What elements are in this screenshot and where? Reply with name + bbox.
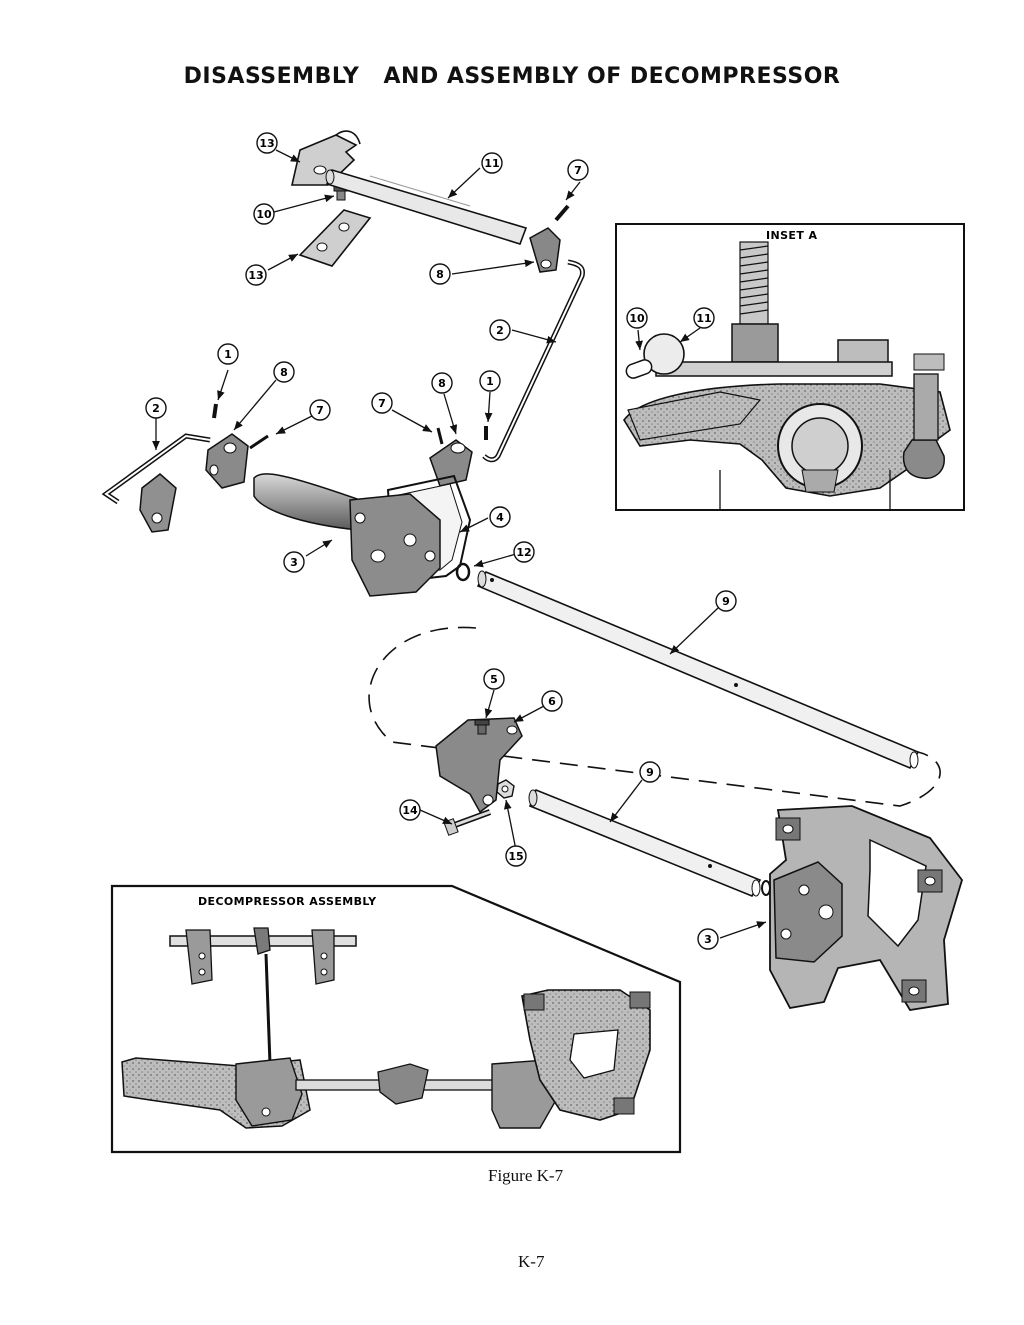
screw-5: [474, 719, 490, 735]
lever-left: [139, 473, 177, 533]
callout-3-upper: 3: [283, 551, 305, 573]
callout-6: 6: [541, 690, 563, 712]
svg-text:10: 10: [629, 312, 645, 325]
svg-text:2: 2: [152, 402, 160, 415]
svg-text:12: 12: [516, 546, 531, 559]
svg-text:9: 9: [722, 595, 730, 608]
svg-text:8: 8: [280, 366, 288, 379]
decompressor-assembly-inset: DECOMPRESSOR ASSEMBLY: [110, 884, 682, 1154]
nut-15: [496, 779, 515, 799]
inset-callout-11: 11: [693, 307, 715, 329]
svg-text:8: 8: [438, 377, 446, 390]
callout-11: 11: [481, 152, 503, 174]
bracket-6: [435, 717, 523, 814]
assembly-path-dashed: [368, 626, 941, 807]
callout-8-left: 8: [273, 361, 295, 383]
title-part-1: DISASSEMBLY: [183, 64, 360, 89]
callout-7-top: 7: [567, 159, 589, 181]
svg-text:14: 14: [402, 804, 418, 817]
callout-13-lower: 13: [245, 264, 267, 286]
callout-3-lower: 3: [697, 928, 719, 950]
short-shaft-9: [528, 788, 762, 898]
callout-14: 14: [399, 799, 421, 821]
pin-1-left: [212, 403, 218, 419]
lever-8-left: [205, 433, 249, 489]
callout-8-mid: 8: [431, 372, 453, 394]
svg-text:8: 8: [436, 268, 444, 281]
callout-7-left: 7: [309, 399, 331, 421]
rod-2-left: [101, 433, 211, 505]
lever-8-mid: [429, 439, 473, 487]
svg-text:7: 7: [378, 397, 386, 410]
figure-caption: Figure K-7: [488, 1166, 564, 1185]
svg-text:4: 4: [496, 511, 504, 524]
svg-text:6: 6: [548, 695, 556, 708]
inset-a: INSET A 10 11: [615, 223, 965, 511]
svg-text:11: 11: [696, 312, 711, 325]
svg-text:13: 13: [259, 137, 274, 150]
svg-text:13: 13: [248, 269, 263, 282]
svg-text:1: 1: [486, 375, 494, 388]
inset-callout-10: 10: [626, 307, 648, 329]
callout-13-upper: 13: [256, 132, 278, 154]
pin-7-top: [554, 204, 570, 222]
svg-text:5: 5: [490, 673, 498, 686]
callout-9-upper: 9: [715, 590, 737, 612]
page-number: K-7: [518, 1252, 545, 1271]
o-ring-12: [455, 562, 471, 582]
callout-10: 10: [253, 203, 275, 225]
callout-1-mid: 1: [479, 370, 501, 392]
callout-5: 5: [483, 668, 505, 690]
long-shaft-9: [476, 570, 920, 770]
pin-7-mid: [436, 427, 444, 445]
callout-8-top: 8: [429, 263, 451, 285]
svg-text:3: 3: [290, 556, 298, 569]
rod-2-right: [482, 259, 585, 463]
assembly-inset-label: DECOMPRESSOR ASSEMBLY: [198, 895, 377, 908]
svg-text:9: 9: [646, 766, 654, 779]
title-part-2: AND ASSEMBLY OF DECOMPRESSOR: [383, 64, 841, 89]
page-title: DISASSEMBLY AND ASSEMBLY OF DECOMPRESSOR: [0, 64, 1024, 89]
svg-text:7: 7: [574, 164, 582, 177]
svg-text:2: 2: [496, 324, 504, 337]
o-ring-lower: [761, 880, 771, 896]
callout-1-left: 1: [217, 343, 239, 365]
housing-3-upper: [253, 473, 472, 597]
housing-3-lower: [769, 805, 963, 1011]
callout-15: 15: [505, 845, 527, 867]
callout-2-right: 2: [489, 319, 511, 341]
pin-7-left: [249, 434, 269, 450]
bolt-14: [443, 809, 492, 836]
lever-8-top: [529, 227, 561, 273]
callout-12: 12: [513, 541, 535, 563]
shaft-11: [325, 169, 528, 245]
svg-text:15: 15: [508, 850, 523, 863]
callout-7-mid: 7: [371, 392, 393, 414]
callout-2-left: 2: [145, 397, 167, 419]
svg-text:10: 10: [256, 208, 272, 221]
svg-text:11: 11: [484, 157, 499, 170]
lower-bracket-13: [298, 209, 372, 267]
callouts: 13 10 13 11 7 8 2 1 8 2 7 7 8 1 3 4 12 9…: [145, 132, 737, 950]
callout-9-lower: 9: [639, 761, 661, 783]
inset-a-label: INSET A: [766, 229, 817, 242]
svg-text:1: 1: [224, 348, 232, 361]
leader-lines: [152, 149, 767, 939]
svg-text:7: 7: [316, 404, 324, 417]
callout-4: 4: [489, 506, 511, 528]
svg-text:3: 3: [704, 933, 712, 946]
